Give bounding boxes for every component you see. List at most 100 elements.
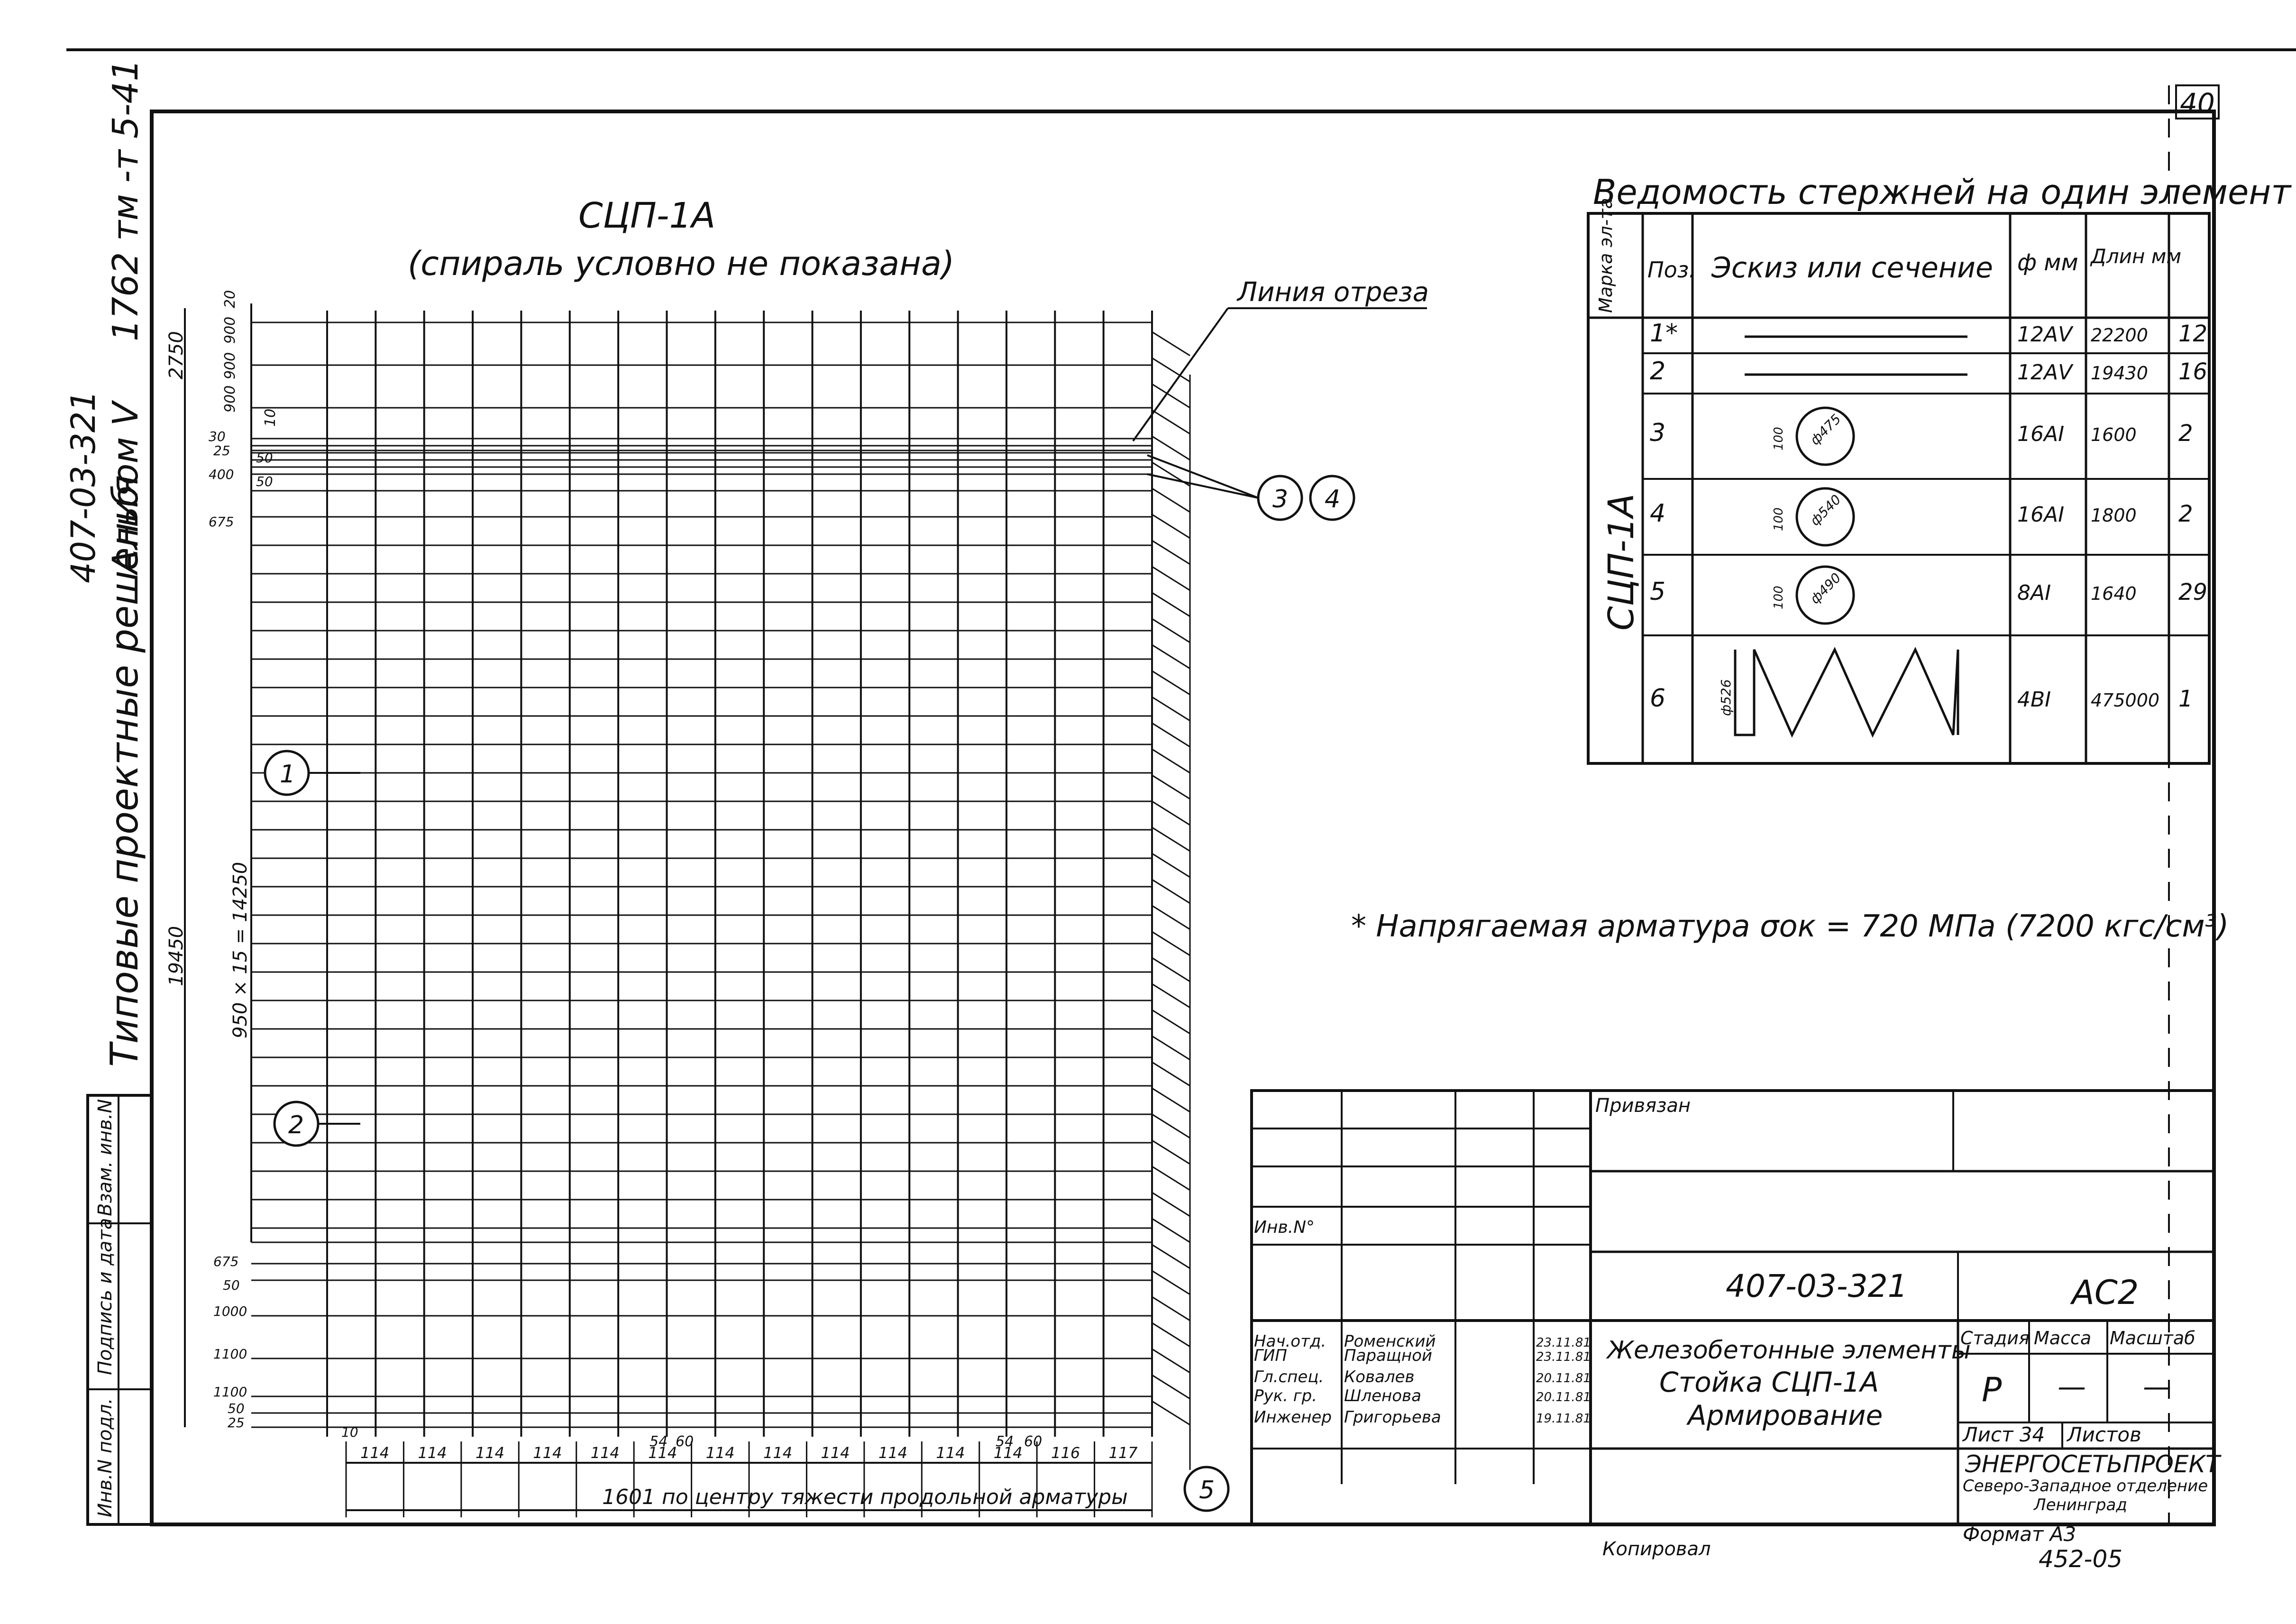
cut-hatch xyxy=(1152,1322,1190,1348)
dim-950x15: 950 × 15 = 14250 xyxy=(229,862,251,1038)
cut-hatch xyxy=(1152,331,1190,357)
cut-hatch xyxy=(1152,1009,1190,1035)
bottom-dim-label: 114 xyxy=(936,1444,965,1462)
callout-1: 1 xyxy=(264,750,360,796)
person-name: Роменский xyxy=(1344,1332,1436,1351)
svg-text:900: 900 xyxy=(222,317,238,344)
row-dia: 16АI xyxy=(2017,422,2064,446)
prestress-note: * Напрягаемая арматура σок = 720 МПа (72… xyxy=(1351,909,2229,944)
svg-text:Инв.N°: Инв.N° xyxy=(1254,1218,1315,1237)
bottom-dim-label: 10 xyxy=(341,1424,358,1440)
cut-hatch xyxy=(1152,644,1190,670)
row-qty: 2 xyxy=(2178,501,2193,527)
row-dia: 12АV xyxy=(2017,360,2074,385)
reinforcement-mesh xyxy=(251,311,1191,1470)
bottom-dim-label: 114 xyxy=(878,1444,907,1462)
bottom-dim-label: 114 xyxy=(763,1444,792,1462)
svg-text:3: 3 xyxy=(1272,485,1288,514)
left-bottom-dims: 675 50 1000 1100 1100 50 25 xyxy=(213,1254,247,1431)
series-text: 1762 тм -т 5-41 xyxy=(105,59,146,341)
person-date: 19.11.81 xyxy=(1536,1412,1591,1426)
row-pos: 1* xyxy=(1650,319,1678,348)
cut-hatch xyxy=(1152,1165,1190,1191)
bottom-dim-label: 114 xyxy=(591,1444,620,1462)
row-qty: 29 xyxy=(2178,579,2207,606)
svg-text:Поз.: Поз. xyxy=(1647,257,1696,283)
person-name: Шленова xyxy=(1344,1386,1421,1405)
cut-hatch xyxy=(1152,957,1190,982)
cut-hatch xyxy=(1152,409,1190,435)
ring-diameter: ф475 xyxy=(1807,411,1844,448)
cut-hatch xyxy=(1152,1296,1190,1321)
cut-hatch xyxy=(1152,826,1190,852)
bottom-dim-label: 114 xyxy=(533,1444,562,1462)
person-date: 20.11.81 xyxy=(1536,1390,1591,1404)
svg-text:50: 50 xyxy=(228,1401,245,1416)
row-dia: 4ВI xyxy=(2017,688,2051,712)
page-number: 40 xyxy=(2180,87,2215,119)
bottom-dim-label: 114 xyxy=(994,1444,1023,1462)
cut-hatch xyxy=(1152,1035,1190,1061)
svg-text:—: — xyxy=(2143,1370,2171,1404)
cut-hatch xyxy=(1152,1270,1190,1295)
cut-hatch xyxy=(1152,1348,1190,1374)
svg-text:2: 2 xyxy=(288,1111,304,1139)
ring-diameter: ф540 xyxy=(1807,492,1844,529)
bottom-dim-label: 114 xyxy=(648,1444,677,1462)
stamp-signature-date: Подпись и дата xyxy=(94,1218,116,1375)
svg-text:Листов: Листов xyxy=(2066,1423,2141,1446)
svg-text:Северо-Западное отделение: Северо-Западное отделение xyxy=(1963,1477,2208,1496)
cut-hatch xyxy=(1152,1139,1190,1165)
cut-hatch xyxy=(1152,1218,1190,1243)
svg-text:20: 20 xyxy=(222,290,238,308)
svg-text:10: 10 xyxy=(262,409,279,427)
svg-text:60: 60 xyxy=(676,1433,694,1450)
cut-hatch xyxy=(1152,853,1190,878)
svg-text:Стадия: Стадия xyxy=(1960,1328,2030,1349)
album-text: 407-03-321 xyxy=(64,390,103,583)
svg-text:Эскиз или сечение: Эскиз или сечение xyxy=(1711,251,1993,284)
svg-text:4: 4 xyxy=(1325,485,1340,514)
svg-text:Копировал: Копировал xyxy=(1602,1538,1711,1560)
row-dia: 8АI xyxy=(2017,581,2051,605)
cut-hatch xyxy=(1152,722,1190,748)
row-pos: 3 xyxy=(1650,419,1665,447)
person-name: Паращной xyxy=(1344,1346,1432,1365)
sheet-code: АС2 xyxy=(2070,1273,2139,1312)
row-length: 475000 xyxy=(2091,690,2159,711)
row-pos: 5 xyxy=(1650,578,1665,606)
row-pos: 6 xyxy=(1650,684,1665,713)
stamp-vzam-inv: Взам. инв.N xyxy=(94,1099,116,1216)
ring-diameter: ф490 xyxy=(1807,570,1844,607)
svg-text:675: 675 xyxy=(209,514,234,530)
cut-hatch xyxy=(1152,514,1190,539)
cut-hatch xyxy=(1152,879,1190,904)
svg-text:50: 50 xyxy=(256,450,273,466)
left-stamp xyxy=(86,1094,153,1526)
svg-text:Марка эл-та: Марка эл-та xyxy=(1595,198,1616,313)
cut-hatch xyxy=(1152,487,1190,513)
total-dim-label: 1601 по центру тяжести продольной армату… xyxy=(602,1485,1128,1509)
svg-text:50: 50 xyxy=(256,474,273,489)
row-qty: 16 xyxy=(2178,358,2207,385)
svg-text:60: 60 xyxy=(1024,1433,1042,1450)
row-dia: 12АV xyxy=(2017,322,2074,347)
bottom-dim-label: 114 xyxy=(418,1444,447,1462)
person-date: 23.11.81 xyxy=(1536,1336,1591,1350)
person-role: Гл.спец. xyxy=(1254,1367,1324,1386)
doc-code: 407-03-321 xyxy=(1726,1268,1908,1304)
svg-text:Масштаб: Масштаб xyxy=(2110,1328,2195,1349)
row-qty: 2 xyxy=(2178,420,2193,447)
album2-text: Альбом V xyxy=(105,400,146,576)
drawing-title: СЦП-1А xyxy=(578,195,715,236)
svg-text:Длин мм: Длин мм xyxy=(2090,245,2181,268)
svg-text:Стойка СЦП-1А: Стойка СЦП-1А xyxy=(1659,1366,1879,1398)
svg-text:Привязан: Привязан xyxy=(1595,1095,1691,1117)
svg-text:ф мм: ф мм xyxy=(2017,249,2078,276)
typical-text: Типовые проектные решения xyxy=(102,475,146,1067)
bar-schedule-table: Марка эл-та Поз. Эскиз или сечение ф мм … xyxy=(1587,198,2211,765)
row-qty: 1 xyxy=(2178,686,2193,712)
